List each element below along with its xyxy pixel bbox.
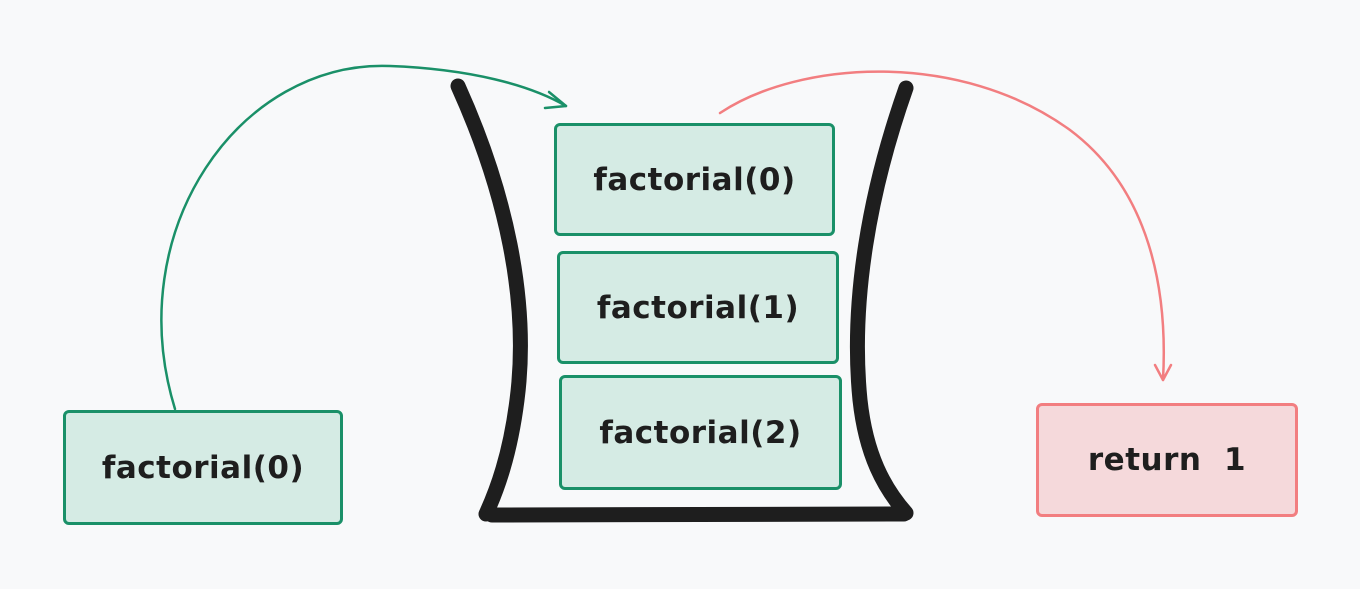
stack-frame-top: factorial(0) — [554, 123, 835, 236]
stack-left-wall — [450, 78, 528, 522]
stack-frame-bottom: factorial(2) — [559, 375, 842, 490]
incoming-call-box: factorial(0) — [63, 410, 343, 525]
stack-frame-middle: factorial(1) — [557, 251, 839, 364]
push-arrow-head — [543, 90, 568, 110]
return-arrow — [718, 70, 1173, 382]
stack-frame-label: factorial(1) — [596, 289, 800, 326]
stack-right-wall — [849, 80, 914, 521]
stack-frame-label: factorial(0) — [593, 161, 796, 198]
result-box: return 1 — [1036, 403, 1298, 517]
result-label: return 1 — [1087, 442, 1247, 478]
stack-bottom — [484, 506, 912, 523]
incoming-call-label: factorial(0) — [101, 449, 305, 486]
stack-container — [450, 78, 914, 523]
push-arrow-line — [160, 64, 568, 411]
return-arrow-line — [718, 70, 1166, 382]
stack-frame-label: factorial(2) — [599, 414, 802, 451]
return-arrow-head — [1153, 363, 1173, 382]
push-arrow — [160, 64, 568, 411]
